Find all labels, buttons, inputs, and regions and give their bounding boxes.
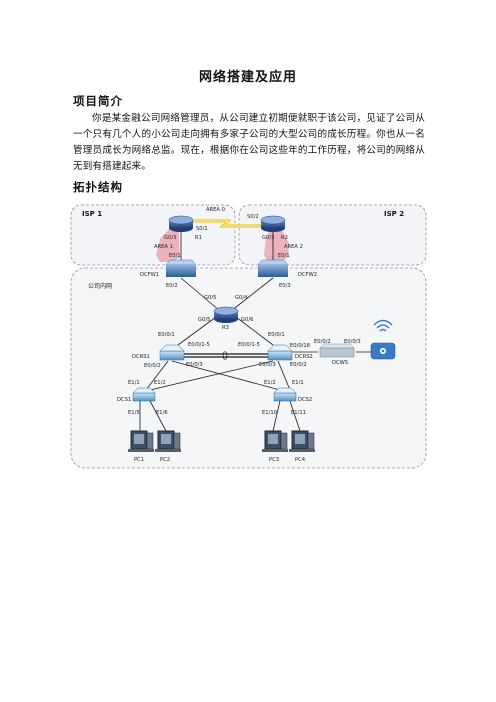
dcrs1-label: DCRS1 [132,354,150,360]
switch-dcs2-icon [273,387,297,402]
port-label: E0/0/2 [144,363,161,369]
port-label: E0/1 [169,253,181,259]
port-label: E1/2 [264,380,276,386]
port-label: E0/0/3 [259,362,276,368]
switch-dcrs1-icon [159,344,185,361]
router-r3-icon [213,306,239,323]
area2-label: AREA 2 [284,244,303,250]
page-title: 网络搭建及应用 [198,70,297,85]
port-label: E1/11 [291,410,306,416]
port-label: E0/0/2 [314,339,331,345]
network-topology-diagram: ISP 1 ISP 2 公司内网 [70,204,427,469]
pc4-icon [289,430,315,452]
area1-label: AREA 1 [154,244,173,250]
port-label: E0/1 [278,253,290,259]
dcs1-label: DCS1 [117,397,131,403]
r1-label: R1 [195,235,202,241]
port-label: E1/1 [128,380,140,386]
pc4-label: PC4 [295,457,306,463]
port-label: E0/0/18 [290,343,310,349]
port-label: S0/1 [196,226,208,232]
pc2-label: PC2 [160,457,170,463]
pc1-label: PC1 [134,457,144,463]
intro-paragraph: 你是某金融公司网络管理员，从公司建立初期便就职于该公司，见证了公司从一个只有几个… [73,111,425,175]
port-label: E0/0/2 [290,362,307,368]
port-label: E0/0/1-5 [188,342,210,348]
pc1-icon [128,430,154,452]
dcws-label: DCWS [332,360,348,366]
dcfw1-label: DCFW1 [140,272,159,278]
port-label: E0/0/3 [186,362,203,368]
port-label: G0/4 [235,295,248,301]
area1-highlight [156,229,180,262]
port-label: E0/2 [166,283,178,289]
port-label: G0/3 [262,235,274,241]
firewall-dcfw1-icon [165,259,197,277]
firewall-dcfw2-icon [257,259,289,277]
switch-dcs1-icon [132,387,156,402]
port-label: S0/2 [247,214,259,220]
port-label: G0/3 [164,235,176,241]
pc2-icon [155,430,181,452]
port-label: E1/5 [128,410,140,416]
port-label: E1/6 [156,410,168,416]
dcrs2-label: DCRS2 [295,354,313,360]
port-label: E0/0/1 [268,332,285,338]
intro-paragraph-text: 你是某金融公司网络管理员，从公司建立初期便就职于该公司，见证了公司从一个只有几个… [73,113,425,172]
port-label: E1/10 [262,410,277,416]
dcs2-label: DCS2 [298,397,312,403]
port-label: G0/5 [204,295,216,301]
port-label: E1/1 [292,380,304,386]
lag-indicator [222,351,228,360]
area0-label: AREA 0 [206,207,225,213]
section-heading-intro: 项目简介 [73,94,123,108]
r2-label: R2 [281,235,288,241]
wireless-controller-dcws-icon [319,343,355,358]
pc3-icon [262,430,288,452]
access-point-icon [370,342,396,360]
isp2-label: ISP 2 [384,210,404,218]
port-label: E0/3 [279,283,291,289]
links [139,230,373,432]
section-heading-topology: 拓扑结构 [73,180,123,194]
port-label: E1/2 [154,380,166,386]
port-label: G0/5 [198,317,210,323]
area2-highlight [264,229,289,262]
internal-zone-label: 公司内网 [88,282,112,290]
router-r1-icon [168,215,194,232]
dcfw2-label: DCFW2 [298,272,317,278]
router-r2-icon [260,215,286,232]
pc3-label: PC3 [269,457,279,463]
port-label: E0/0/1-5 [238,342,260,348]
port-label: E0/0/1 [158,332,175,338]
internal-zone [70,267,427,469]
isp1-label: ISP 1 [82,210,102,218]
r3-label: R3 [222,325,229,331]
port-label: E0/0/3 [344,339,361,345]
wifi-icon [373,319,393,332]
switch-dcrs2-icon [267,344,293,361]
port-label: G0/6 [241,317,253,323]
